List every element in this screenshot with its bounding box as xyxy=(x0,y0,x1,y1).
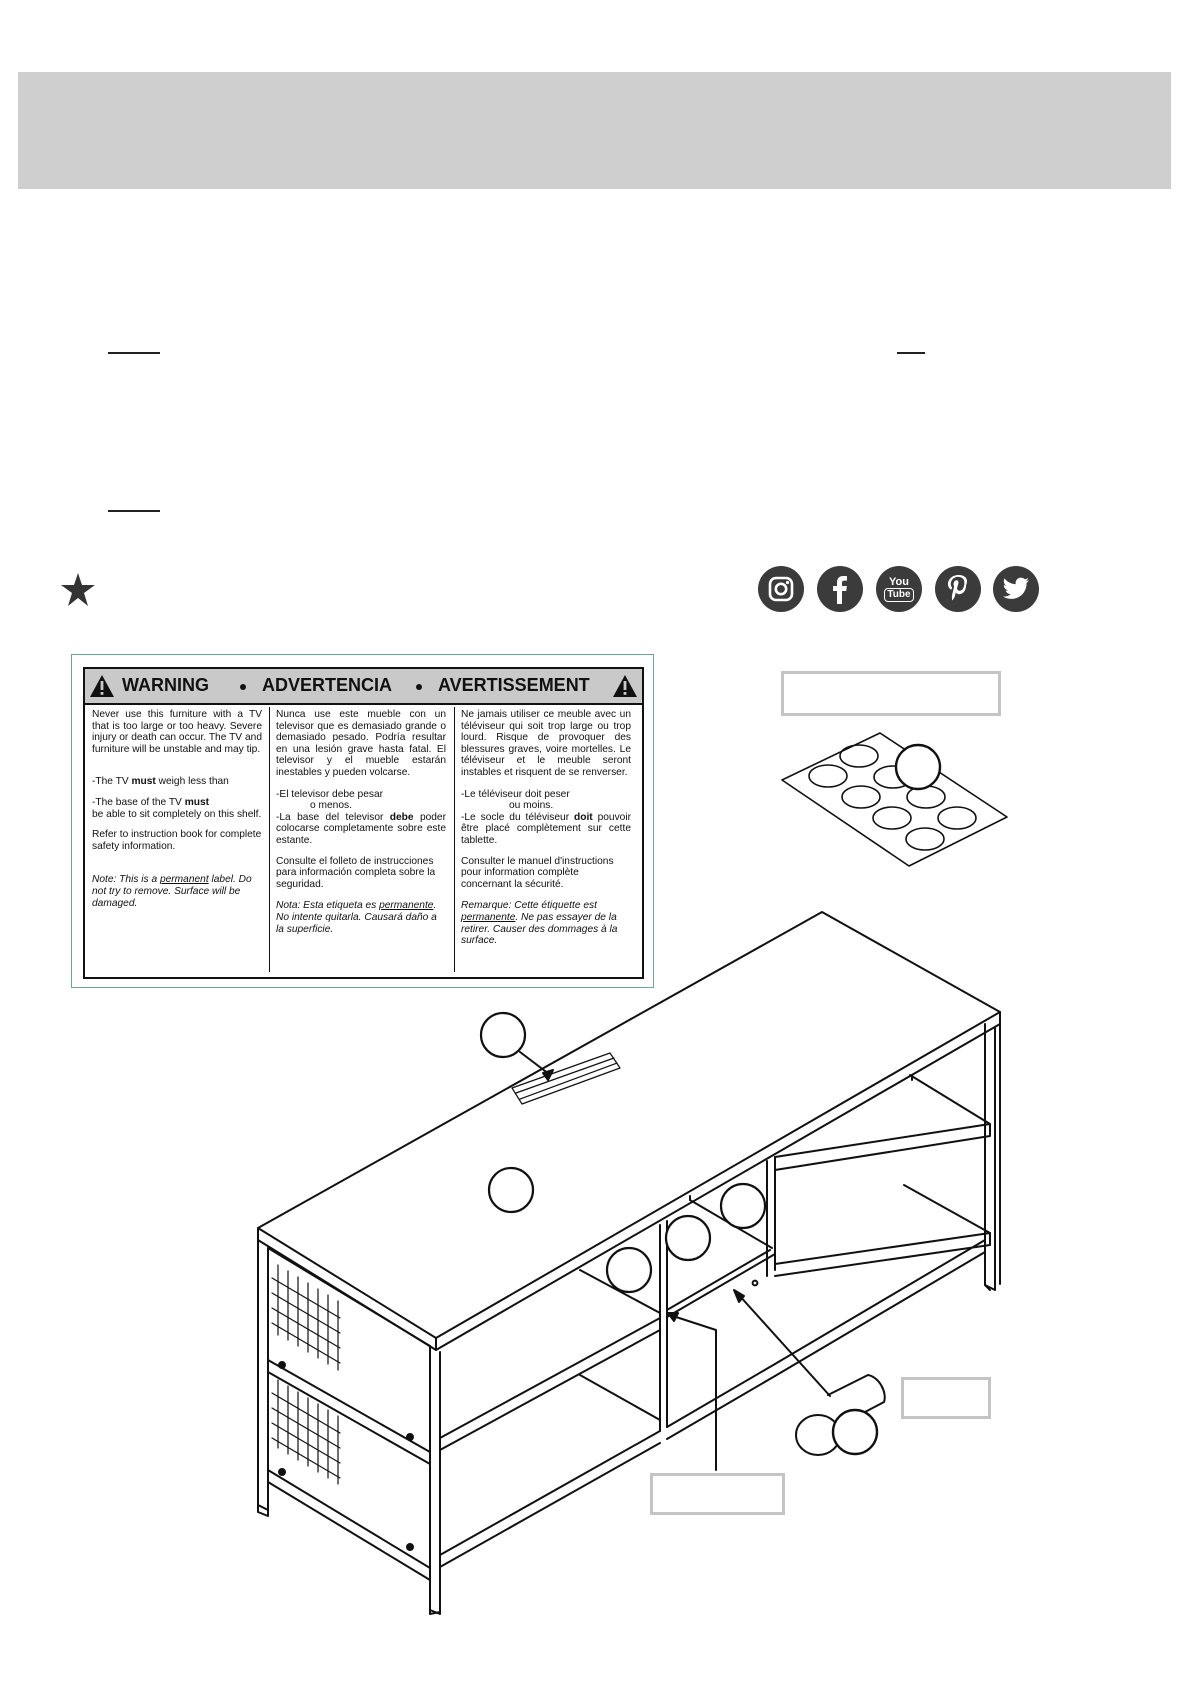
french-base: -Le socle du téléviseur doit pouvoir êtr… xyxy=(461,811,631,846)
facebook-icon[interactable] xyxy=(817,566,863,612)
heading-avertissement: AVERTISSEMENT xyxy=(438,675,590,695)
spanish-refer: Consulte el folleto de instrucciones par… xyxy=(276,855,436,890)
twitter-icon[interactable] xyxy=(993,566,1039,612)
column-divider xyxy=(454,707,455,972)
spanish-note: Nota: Esta etiqueta es permanente. No in… xyxy=(276,900,437,935)
part-label-box-knob xyxy=(901,1377,991,1419)
french-refer: Consulter le manuel d'instructions pour … xyxy=(461,855,614,890)
star-icon xyxy=(61,573,95,606)
english-intro: Never use this furniture with a TV that … xyxy=(92,709,262,755)
english-note: Note: This is a permanent label. Do not … xyxy=(92,874,252,909)
heading-advertencia: ADVERTENCIA xyxy=(262,675,393,695)
instagram-icon[interactable] xyxy=(758,566,804,612)
knob-hardware xyxy=(733,1289,886,1456)
bullet-dot xyxy=(240,684,246,690)
heading-warning: WARNING xyxy=(122,675,209,695)
youtube-icon[interactable]: You Tube xyxy=(876,566,922,612)
english-column: Never use this furniture with a TV that … xyxy=(92,709,262,918)
warning-label-header: WARNING ADVERTENCIA AVERTISSEMENT xyxy=(85,669,642,705)
spanish-base: -La base del televisor debe poder coloca… xyxy=(276,811,446,846)
youtube-text-bottom: Tube xyxy=(884,588,914,602)
pinterest-icon[interactable] xyxy=(935,566,981,612)
header-banner xyxy=(18,72,1171,189)
underline-mark-2 xyxy=(897,352,925,354)
part-label-box-pads xyxy=(781,671,1001,716)
spanish-column: Nunca use este mueble con un televisor q… xyxy=(276,709,446,944)
underline-mark-3 xyxy=(108,510,160,512)
bullet-dot xyxy=(416,684,422,690)
english-refer: Refer to instruction book for complete s… xyxy=(92,829,262,852)
callout-circle xyxy=(479,1011,527,1059)
warning-triangle-icon xyxy=(90,675,114,697)
tv-stand xyxy=(257,911,1001,1615)
french-intro: Ne jamais utiliser ce meuble avec un tél… xyxy=(461,709,631,778)
warning-sticker xyxy=(511,1052,621,1105)
column-divider xyxy=(269,707,270,972)
warning-label-border: WARNING ADVERTENCIA AVERTISSEMENT Never … xyxy=(83,667,644,979)
warning-triangle-icon xyxy=(613,675,637,697)
french-column: Ne jamais utiliser ce meuble avec un tél… xyxy=(461,709,631,956)
part-label-box-panel xyxy=(650,1473,785,1515)
warning-label: WARNING ADVERTENCIA AVERTISSEMENT Never … xyxy=(71,654,654,988)
underline-mark-1 xyxy=(108,352,160,354)
youtube-text-top: You xyxy=(889,576,909,588)
english-weight: -The TV must weigh less than xyxy=(92,776,229,788)
felt-pad-sheet xyxy=(781,732,1008,867)
spanish-intro: Nunca use este mueble con un televisor q… xyxy=(276,709,446,778)
french-note: Remarque: Cette étiquette est permanente… xyxy=(461,900,618,947)
